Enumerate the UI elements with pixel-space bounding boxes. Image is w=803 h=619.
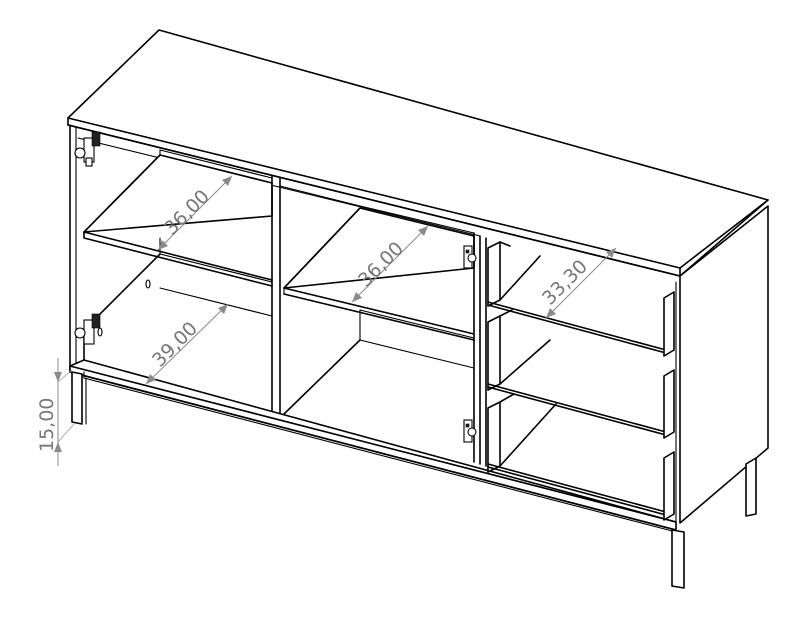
hinge-top-right (463, 245, 477, 269)
top-inner-rail (77, 137, 481, 237)
right-divider (473, 232, 487, 467)
center-divider (271, 175, 281, 415)
hinge-bottom-right (463, 419, 477, 443)
dimension-label: 15,00 (36, 398, 58, 452)
drawer-section (487, 241, 675, 521)
drawer-3 (487, 393, 675, 521)
dimension-label: 39,00 (148, 318, 202, 372)
legs (71, 371, 757, 589)
bottom-panel (69, 329, 677, 533)
left-side-panel (69, 124, 77, 371)
middle-compartment (279, 185, 475, 415)
right-side-panel (675, 205, 769, 524)
leg-back-right (745, 457, 757, 517)
drawer-2 (487, 309, 675, 439)
dimension-leg-height: 15,00 (36, 358, 75, 466)
left-compartment (83, 149, 273, 331)
hinge-bottom-left (74, 313, 103, 345)
leg-front-left (71, 371, 87, 425)
dimension-drawer-depth: 33,30 (538, 247, 617, 319)
dimension-label: 33,30 (538, 256, 592, 310)
drawer-1 (487, 241, 675, 357)
dimension-left-bottom: 39,00 (145, 303, 229, 385)
hinge-top-left (74, 131, 101, 167)
leg-front-right (671, 529, 685, 589)
top-panel (67, 29, 769, 277)
